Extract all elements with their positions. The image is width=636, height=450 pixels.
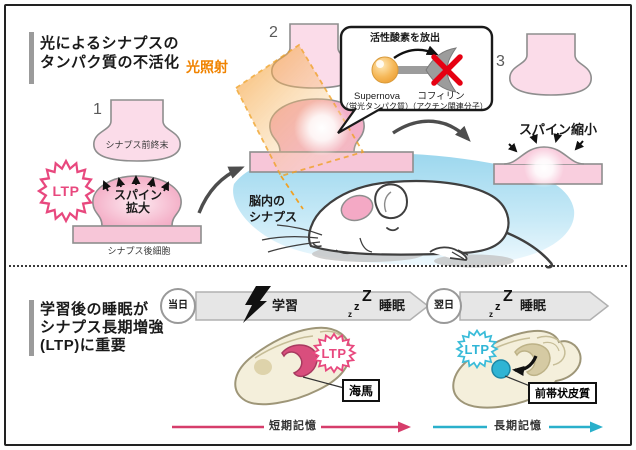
light-irradiation-label: 光照射 — [186, 59, 228, 75]
bottom-panel-title: 学習後の睡眠が シナプス長期増強 (LTP)に重要 — [40, 301, 165, 354]
day2-badge: 翌日 — [434, 300, 454, 311]
brain-synapse-label: 脳内の シナプス — [249, 194, 298, 224]
acc-label-box: 前帯状皮質 — [528, 382, 597, 404]
cofilin-name: コフィリン — [417, 91, 465, 102]
supernova-subtitle: （蛍光タンパク質） — [341, 102, 413, 111]
step3-number: 3 — [496, 53, 505, 70]
spine-shrink-glow — [524, 148, 564, 188]
supernova-name: Supernova — [354, 91, 400, 102]
callout-bubble — [337, 25, 494, 134]
postsynaptic-cell-label: シナプス後細胞 — [107, 246, 171, 256]
timeline-day1-band — [160, 286, 430, 324]
day1-badge: 当日 — [168, 300, 188, 311]
lightning-icon — [243, 286, 271, 323]
spine-grow-arrows — [102, 175, 169, 192]
timeline-day2-band — [426, 288, 610, 324]
top-panel-title: 光によるシナプスの タンパク質の不活化 — [40, 35, 180, 71]
hippocampus-shape — [281, 344, 318, 378]
spine-glow — [294, 100, 350, 156]
spine-enlarge-label: スパイン 拡大 — [113, 188, 163, 215]
memory-transfer-arrow — [512, 355, 538, 376]
callout-title: 活性酸素を放出 — [370, 33, 440, 44]
sleep-zzz-icon-day2: z z Z — [489, 288, 513, 319]
spine-shrink-arrows — [507, 132, 584, 153]
learning-label: 学習 — [272, 298, 299, 313]
sleep-label-day1: 睡眠 — [379, 298, 406, 313]
step2-number: 2 — [269, 24, 278, 41]
acc-spot — [491, 359, 511, 379]
short-term-memory-label: 短期記憶 — [269, 420, 317, 432]
top-title-accent-bar — [29, 32, 34, 84]
callout-transfer-arrow — [393, 45, 439, 59]
faded-hippocampus-shape — [514, 343, 551, 377]
sleep-label-day2: 睡眠 — [520, 298, 547, 313]
bottom-title-accent-bar — [29, 300, 34, 356]
cofilin-subtitle: （アクチン関連分子） — [408, 102, 488, 111]
mouse-illustration — [261, 179, 554, 269]
inactivation-x — [431, 54, 463, 86]
arrow-step1-to-step2 — [197, 166, 245, 214]
ltp-badge-brain1: LTP — [321, 346, 347, 361]
ltp-badge-step1: LTP — [52, 183, 80, 199]
presynaptic-terminal-label: シナプス前終末 — [105, 140, 169, 150]
section-divider — [9, 265, 627, 267]
sleep-zzz-icon-day1: z z Z — [348, 288, 372, 319]
outer-frame — [4, 4, 632, 446]
long-term-memory-label: 長期記憶 — [494, 420, 542, 432]
hippocampus-label-box: 海馬 — [342, 379, 381, 402]
synapse-step1 — [72, 99, 202, 244]
step1-number: 1 — [93, 101, 102, 118]
arrow-step2-to-step3 — [392, 119, 471, 142]
ltp-badge-brain2: LTP — [464, 342, 490, 357]
spine-shrink-label: スパイン縮小 — [518, 122, 598, 137]
